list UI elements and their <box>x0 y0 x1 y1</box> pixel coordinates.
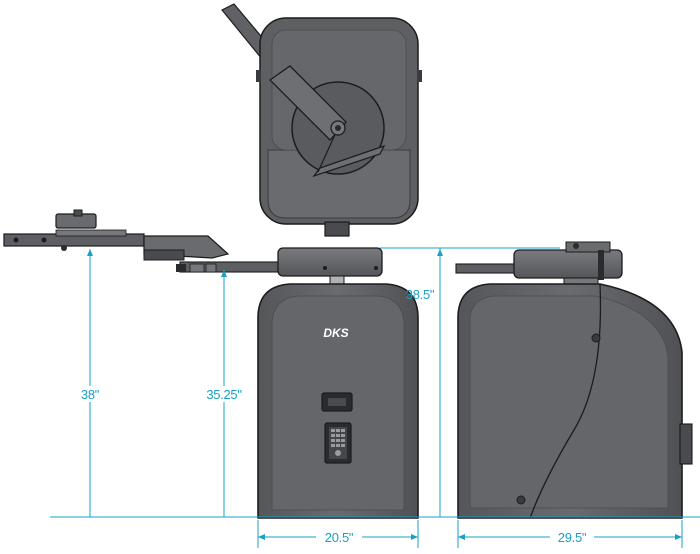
arm-assembly <box>3 209 281 273</box>
top-view-tab-right <box>417 70 422 82</box>
arm-pivot-bolt <box>61 245 67 251</box>
dim-label-side-depth: 29.5" <box>558 530 587 545</box>
front-view-cap <box>277 247 383 277</box>
dim-label-pivot-height: 35.25" <box>206 387 242 402</box>
top-view-link-arm <box>312 144 386 178</box>
side-view-rear-box <box>679 423 693 465</box>
front-view: DKS <box>257 247 419 519</box>
keylock <box>335 450 341 456</box>
side-view-door-seam <box>529 283 602 519</box>
dim-label-overall-height: 38.5" <box>406 287 435 302</box>
keypad <box>324 422 352 464</box>
top-view-lid-panel <box>267 149 411 219</box>
top-view-arm-crank <box>268 65 347 141</box>
top-view <box>221 3 422 237</box>
side-view-arm-stub <box>455 263 523 274</box>
dim-label-front-width: 20.5" <box>325 530 354 545</box>
side-view-cap <box>513 249 623 279</box>
brand-logo: DKS <box>323 326 348 340</box>
dim-label-arm-height: 38" <box>81 387 100 402</box>
side-view <box>455 241 693 519</box>
top-view-shaft <box>324 221 350 237</box>
top-view-tab-left <box>256 70 261 82</box>
brand-logo-text: DKS <box>323 326 348 340</box>
